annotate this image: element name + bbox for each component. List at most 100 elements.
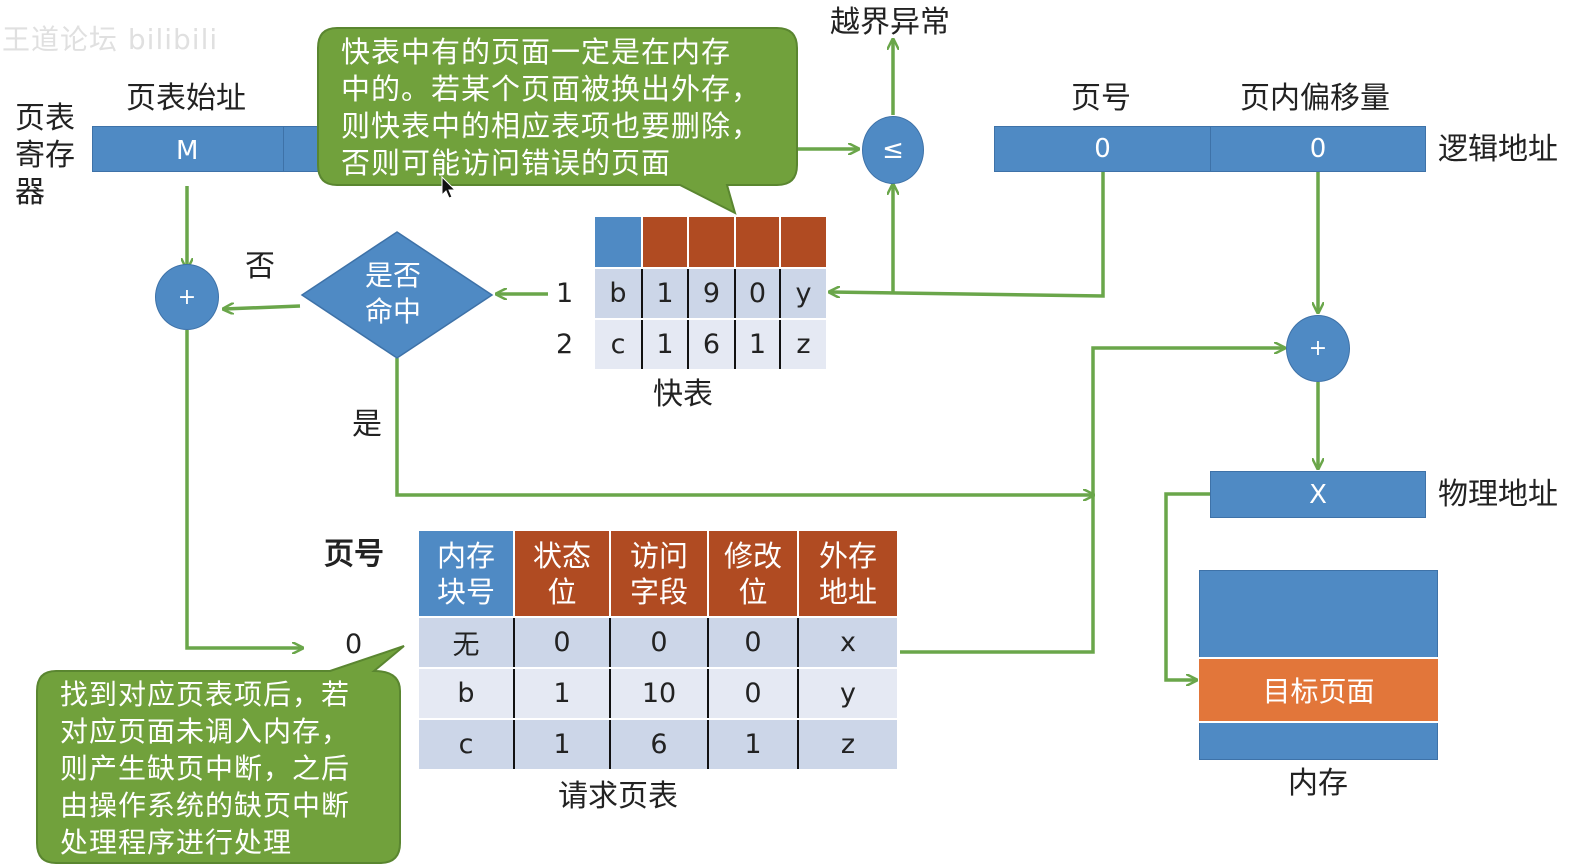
arrow-adder-to-pagetable — [185, 330, 302, 648]
adder-left-symbol: + — [177, 284, 197, 310]
tlb-caption: 快表 — [653, 377, 713, 412]
memory-target-label: 目标页面 — [1262, 675, 1375, 708]
tlb-row-number-2: 2 — [556, 329, 574, 360]
register-divider — [283, 127, 284, 171]
page-table-cell: 1 — [513, 667, 611, 720]
tlb-cell: 0 — [734, 267, 781, 320]
tlb-row: c 1 6 1 z — [593, 318, 828, 371]
page-table-cell: 10 — [609, 667, 709, 720]
decision-line-2: 命中 — [365, 295, 422, 328]
register-label-line-1: 页表 — [15, 101, 75, 136]
logical-offset-value: 0 — [1309, 134, 1327, 164]
arrow-physical-to-memory — [1164, 492, 1210, 680]
compare-symbol: ≤ — [882, 135, 904, 165]
page-table-row: 无 0 0 0 x — [417, 616, 899, 669]
callout-top-line-4: 否则可能访问错误的页面 — [341, 146, 672, 180]
decision-diamond-shape — [300, 231, 494, 359]
tlb-cell: 9 — [687, 267, 736, 320]
page-table-row: b 1 10 0 y — [417, 667, 899, 720]
adder-left-node: + — [155, 264, 219, 330]
page-table-cell: 6 — [609, 718, 709, 771]
tlb-cell: 1 — [734, 318, 781, 371]
page-table-cell: z — [797, 718, 899, 771]
tlb-cell: z — [779, 318, 828, 371]
tlb-row: b 1 9 0 y — [593, 267, 828, 320]
logical-page-number-value: 0 — [1094, 134, 1111, 164]
decision-line-1: 是否 — [365, 259, 422, 292]
page-table-header-external-address: 外存地址 — [797, 529, 899, 618]
page-table-cell: 0 — [609, 616, 709, 669]
arrow-pageno-to-tlb — [830, 172, 1105, 296]
logical-address-label: 逻辑地址 — [1438, 132, 1558, 167]
adder-right-node: + — [1286, 315, 1350, 382]
page-table-cell: 0 — [707, 667, 799, 720]
cursor-icon — [441, 176, 457, 199]
arrow-decision-to-adder — [224, 306, 301, 309]
page-table-cell: 1 — [707, 718, 799, 771]
tlb-table: b 1 9 0 y c 1 6 1 z — [593, 215, 828, 371]
page-table-cell: 无 — [417, 616, 515, 669]
callout-bottom-line-1: 找到对应页表项后，若 — [60, 678, 351, 711]
page-table-header-modified-bit: 修改位 — [707, 529, 799, 618]
page-number-label: 页号 — [1071, 81, 1131, 116]
page-table-cell: y — [797, 667, 899, 720]
tlb-header-cell — [687, 215, 736, 269]
register-label-line-3: 器 — [15, 175, 45, 210]
page-table-cell: x — [797, 616, 899, 669]
physical-address-value: X — [1309, 479, 1327, 510]
adder-right-symbol: + — [1308, 336, 1328, 361]
page-table-caption: 请求页表 — [558, 779, 678, 814]
tlb-header-cell — [593, 215, 643, 269]
tlb-cell: c — [593, 318, 643, 371]
memory-target-page: 目标页面 — [1199, 657, 1438, 723]
register-box: M — [92, 126, 332, 172]
page-table-cell: 0 — [707, 616, 799, 669]
callout-bottom-line-2: 对应页面未调入内存， — [60, 715, 351, 748]
memory-caption: 内存 — [1288, 766, 1348, 801]
tlb-cell: 1 — [641, 267, 689, 320]
page-table-pageno-label: 页号 — [324, 537, 384, 572]
decision-yes-label: 是 — [352, 407, 382, 442]
callout-bottom-line-4: 由操作系统的缺页中断 — [60, 789, 351, 822]
callout-top-shape — [317, 27, 798, 215]
register-start-value: M — [176, 136, 199, 166]
arrow-pagetable-to-adder — [900, 348, 1284, 654]
tlb-header-cell — [641, 215, 689, 269]
tlb-cell: b — [593, 267, 643, 320]
callout-top-line-3: 则快表中的相应表项也要删除， — [341, 109, 762, 143]
page-table-start-label: 页表始址 — [126, 81, 246, 116]
page-table-cell: c — [417, 718, 515, 771]
exception-label: 越界异常 — [830, 5, 950, 40]
page-table-row-0-label: 0 — [345, 629, 363, 660]
page-table-cell: b — [417, 667, 515, 720]
callout-bottom-line-5: 处理程序进行处理 — [60, 826, 293, 859]
register-label-line-2: 寄存 — [15, 138, 75, 173]
tlb-header-cell — [779, 215, 828, 269]
page-table: 内存块号 状态位 访问字段 修改位 外存地址 无 0 0 0 x b 1 10 … — [417, 529, 899, 771]
tlb-cell: y — [779, 267, 828, 320]
logical-offset-box: 0 — [1210, 126, 1426, 172]
tlb-row-number-1: 1 — [556, 278, 574, 309]
page-table-header-access-field: 访问字段 — [609, 529, 709, 618]
physical-address-label: 物理地址 — [1438, 477, 1558, 512]
arrow-decision-yes — [395, 358, 1093, 495]
callout-top-line-1: 快表中有的页面一定是在内存 — [341, 35, 732, 69]
tlb-cell: 6 — [687, 318, 736, 371]
page-table-header-status-bit: 状态位 — [513, 529, 611, 618]
logical-page-number-box: 0 — [994, 126, 1211, 172]
callout-bottom-line-3: 则产生缺页中断，之后 — [60, 752, 351, 785]
tlb-header-cell — [734, 215, 781, 269]
page-table-row: c 1 6 1 z — [417, 718, 899, 771]
callout-bottom-shape — [36, 645, 405, 864]
callout-top-line-2: 中的。若某个页面被换出外存， — [341, 72, 762, 106]
watermark: 王道论坛 bilibili — [2, 23, 219, 56]
tlb-cell: 1 — [641, 318, 689, 371]
page-offset-label: 页内偏移量 — [1240, 81, 1390, 116]
physical-address-box: X — [1210, 471, 1426, 518]
page-table-cell: 0 — [513, 616, 611, 669]
decision-no-label: 否 — [245, 249, 275, 284]
page-table-cell: 1 — [513, 718, 611, 771]
page-table-header-memory-block: 内存块号 — [417, 529, 515, 618]
compare-node: ≤ — [862, 116, 924, 184]
